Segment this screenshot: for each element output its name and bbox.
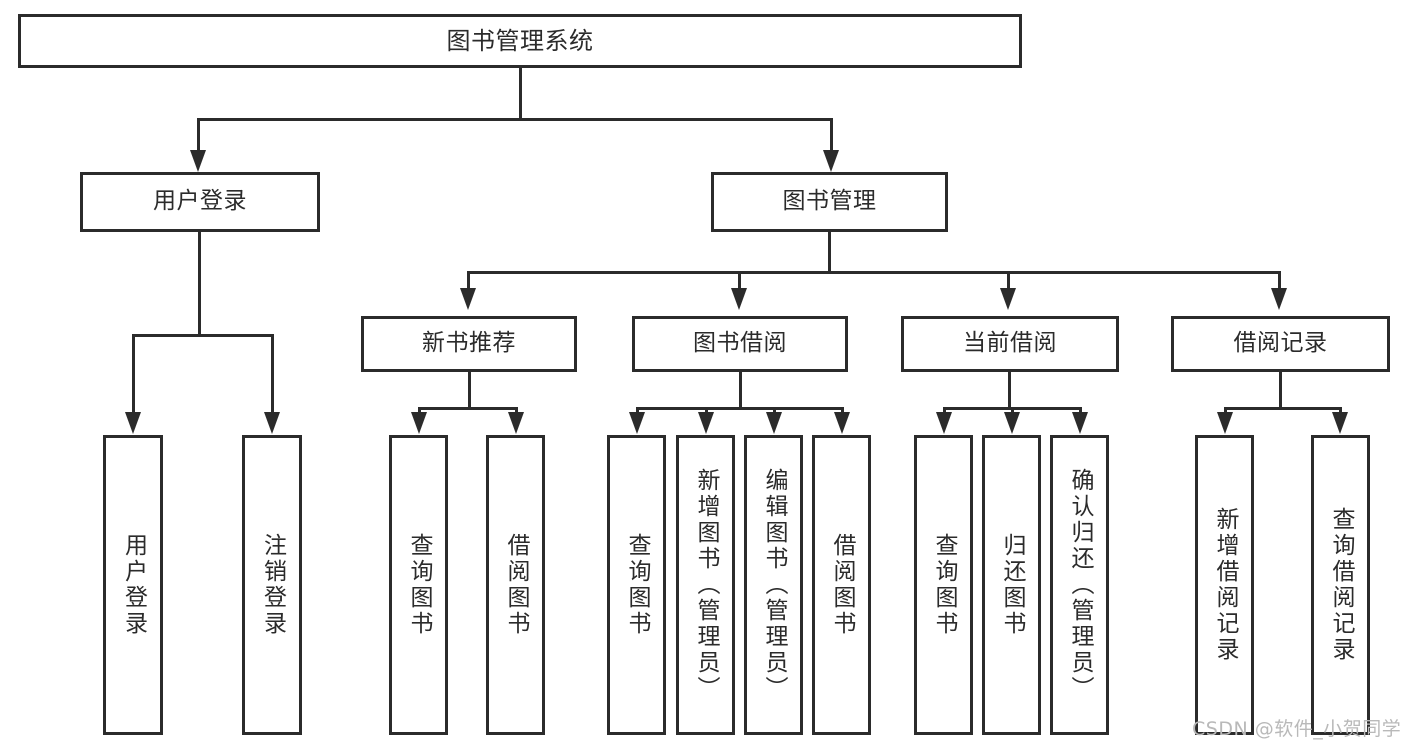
leaf-label: 新增借阅记录 bbox=[1212, 507, 1238, 663]
leaf-new-book-query[interactable]: 查询图书 bbox=[389, 435, 448, 735]
leaf-book-borrow-borrow[interactable]: 借阅图书 bbox=[812, 435, 871, 735]
leaf-label: 查询借阅记录 bbox=[1328, 507, 1354, 663]
connector-borrow-record-bus bbox=[1224, 407, 1342, 410]
leaf-book-borrow-add[interactable]: 新增图书（管理员） bbox=[676, 435, 735, 735]
connector-book-borrow-bus bbox=[636, 407, 844, 410]
connector-book-manage-stem bbox=[828, 232, 831, 274]
connector-current-borrow-to-confirm bbox=[1079, 407, 1082, 414]
connector-book-manage-bus bbox=[467, 271, 1281, 274]
connector-root-to-book-manage bbox=[830, 118, 833, 151]
leaf-label: 查询图书 bbox=[931, 533, 957, 637]
connector-current-borrow-stem bbox=[1008, 372, 1011, 410]
arrowhead-current-borrow-to-return bbox=[1004, 412, 1020, 434]
leaf-label: 编辑图书（管理员） bbox=[761, 468, 787, 702]
connector-book-borrow-to-query bbox=[636, 407, 639, 414]
arrowhead-root-to-book-manage bbox=[823, 150, 839, 172]
leaf-user-logout[interactable]: 注销登录 bbox=[242, 435, 302, 735]
node-label: 用户登录 bbox=[153, 188, 247, 215]
connector-book-manage-to-borrow-record bbox=[1278, 271, 1281, 289]
connector-user-login-bus bbox=[132, 334, 274, 337]
leaf-book-borrow-edit[interactable]: 编辑图书（管理员） bbox=[744, 435, 803, 735]
arrowhead-book-borrow-to-add bbox=[698, 412, 714, 434]
leaf-user-login[interactable]: 用户登录 bbox=[103, 435, 163, 735]
connector-new-book-stem bbox=[468, 372, 471, 410]
node-new-book-recommend[interactable]: 新书推荐 bbox=[361, 316, 577, 372]
connector-book-manage-to-new-book bbox=[467, 271, 470, 289]
leaf-current-borrow-query[interactable]: 查询图书 bbox=[914, 435, 973, 735]
node-book-manage[interactable]: 图书管理 bbox=[711, 172, 948, 232]
arrowhead-book-manage-to-book-borrow bbox=[731, 288, 747, 310]
node-current-borrow[interactable]: 当前借阅 bbox=[901, 316, 1119, 372]
connector-user-login-to-logout bbox=[271, 334, 274, 413]
node-label: 图书管理 bbox=[782, 188, 877, 215]
connector-user-login-to-login bbox=[132, 334, 135, 413]
leaf-label: 查询图书 bbox=[624, 533, 650, 637]
connector-book-manage-to-book-borrow bbox=[738, 271, 741, 289]
leaf-label: 查询图书 bbox=[406, 533, 432, 637]
arrowhead-root-to-user-login bbox=[190, 150, 206, 172]
arrowhead-book-manage-to-new-book bbox=[460, 288, 476, 310]
arrowhead-new-book-to-query bbox=[411, 412, 427, 434]
connector-book-manage-to-current-borrow bbox=[1007, 271, 1010, 289]
arrowhead-book-manage-to-current-borrow bbox=[1000, 288, 1016, 310]
connector-book-borrow-stem bbox=[739, 372, 742, 410]
connector-book-borrow-to-borrow bbox=[841, 407, 844, 414]
arrowhead-book-borrow-to-query bbox=[629, 412, 645, 434]
arrowhead-current-borrow-to-query bbox=[936, 412, 952, 434]
leaf-label: 借阅图书 bbox=[503, 533, 529, 637]
arrowhead-new-book-to-borrow bbox=[508, 412, 524, 434]
leaf-new-book-borrow[interactable]: 借阅图书 bbox=[486, 435, 545, 735]
leaf-current-borrow-return[interactable]: 归还图书 bbox=[982, 435, 1041, 735]
node-label: 新书推荐 bbox=[422, 330, 516, 357]
arrowhead-user-login-to-logout bbox=[264, 412, 280, 434]
arrowhead-user-login-to-login bbox=[125, 412, 141, 434]
node-label: 图书管理系统 bbox=[446, 26, 594, 55]
leaf-current-borrow-confirm[interactable]: 确认归还（管理员） bbox=[1050, 435, 1109, 735]
leaf-label: 新增图书（管理员） bbox=[693, 468, 719, 702]
arrowhead-book-borrow-to-edit bbox=[766, 412, 782, 434]
node-root-system[interactable]: 图书管理系统 bbox=[18, 14, 1022, 68]
leaf-borrow-record-query[interactable]: 查询借阅记录 bbox=[1311, 435, 1370, 735]
node-label: 当前借阅 bbox=[963, 330, 1057, 357]
connector-root-stem bbox=[519, 68, 522, 120]
node-label: 借阅记录 bbox=[1233, 330, 1328, 357]
leaf-label: 用户登录 bbox=[120, 533, 147, 637]
node-user-login[interactable]: 用户登录 bbox=[80, 172, 320, 232]
node-book-borrow[interactable]: 图书借阅 bbox=[632, 316, 848, 372]
leaf-book-borrow-query[interactable]: 查询图书 bbox=[607, 435, 666, 735]
connector-current-borrow-to-query bbox=[943, 407, 946, 414]
arrowhead-book-manage-to-borrow-record bbox=[1271, 288, 1287, 310]
connector-book-borrow-to-add bbox=[705, 407, 708, 414]
leaf-label: 借阅图书 bbox=[829, 533, 855, 637]
connector-new-book-to-borrow bbox=[515, 407, 518, 414]
connector-new-book-to-query bbox=[418, 407, 421, 414]
arrowhead-current-borrow-to-confirm bbox=[1072, 412, 1088, 434]
node-label: 图书借阅 bbox=[693, 330, 787, 357]
node-borrow-record[interactable]: 借阅记录 bbox=[1171, 316, 1390, 372]
connector-borrow-record-stem bbox=[1279, 372, 1282, 410]
leaf-label: 确认归还（管理员） bbox=[1067, 468, 1093, 702]
connector-borrow-record-to-query bbox=[1339, 407, 1342, 414]
arrowhead-book-borrow-to-borrow bbox=[834, 412, 850, 434]
connector-current-borrow-to-return bbox=[1011, 407, 1014, 414]
leaf-label: 注销登录 bbox=[259, 533, 286, 637]
connector-root-to-user-login bbox=[197, 118, 200, 151]
connector-new-book-bus bbox=[418, 407, 518, 410]
connector-book-borrow-to-edit bbox=[773, 407, 776, 414]
leaf-label: 归还图书 bbox=[999, 533, 1025, 637]
leaf-borrow-record-add[interactable]: 新增借阅记录 bbox=[1195, 435, 1254, 735]
connector-user-login-stem bbox=[198, 232, 201, 336]
arrowhead-borrow-record-to-query bbox=[1332, 412, 1348, 434]
connector-borrow-record-to-add bbox=[1224, 407, 1227, 414]
connector-root-bus bbox=[197, 118, 833, 121]
arrowhead-borrow-record-to-add bbox=[1217, 412, 1233, 434]
